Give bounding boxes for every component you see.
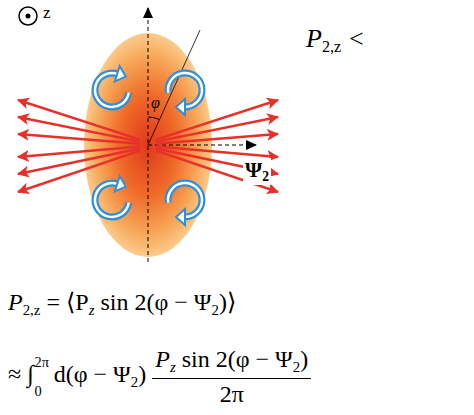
angle-arc [148,117,160,120]
numerator: Pz sin 2(φ − Ψ2) [152,347,311,379]
vortex-head [176,99,185,115]
integral-limit: 2π [34,353,48,371]
math-expression: sin 2(φ − Ψ [182,346,293,372]
text-line: z [43,4,51,21]
axis-subscript: 2 [262,169,269,184]
math-expression: )⟩ [219,289,236,315]
flow-arrow [18,134,140,144]
text-line: P2,z = ⟨Pz sin 2(φ − Ψ2)⟩ [8,290,236,318]
math-subscript: 2,z [322,38,341,55]
vortex-arrows [95,66,202,225]
math-subscript: 2 [293,359,300,375]
horizontal-axis [148,145,256,146]
math-subscript: 2 [212,302,219,318]
axis-label: Ψ [245,157,262,182]
text-line: Ψ2 [243,158,271,185]
math-expression: 2π [220,381,244,407]
math-expression: ) [138,361,146,387]
flow-arrow [156,134,278,144]
math-symbol: P [8,289,23,315]
math-expression: sin 2(φ − Ψ [100,289,211,315]
math-symbol: P [155,346,170,372]
math-expression: = ⟨P [46,289,88,315]
vortex-head [115,66,126,81]
angle-label: φ [151,94,160,111]
math-operator: < [349,24,364,53]
vortex-head [176,209,185,225]
z-out-dot [26,14,31,19]
z-out-symbol [19,7,37,25]
flow-arrow [18,151,140,192]
integral-limits: 2π0 [34,358,48,394]
vortex-arrow [95,176,129,217]
math-subscript: z [89,302,95,318]
math-subscript: z [170,359,176,375]
fraction: Pz sin 2(φ − Ψ2) 2π [152,347,311,406]
math-expression: ) [300,346,308,372]
flow-arrows [18,100,278,192]
text-line: ≈ ∫2π0d(φ − Ψ2)Pzsin 2(φ − Ψ2)2π [8,347,311,406]
math-operator: ≈ ∫ [8,361,34,387]
math-symbol: P [306,24,322,53]
text-line: φ [151,95,160,111]
denominator: 2π [220,379,244,406]
vortex-arrow [168,73,202,115]
math-subscript: 2 [131,374,138,390]
vertical-axis [148,8,149,262]
axis-label: z [43,3,51,22]
integral-limit: 0 [34,382,48,400]
vortex-arrow [95,66,129,107]
math-subscript: 2,z [23,302,41,318]
text-line: P2,z < [306,26,364,55]
math-expression: d(φ − Ψ [54,361,131,387]
vortex-arrow [168,183,202,225]
vortex-head [115,176,126,191]
